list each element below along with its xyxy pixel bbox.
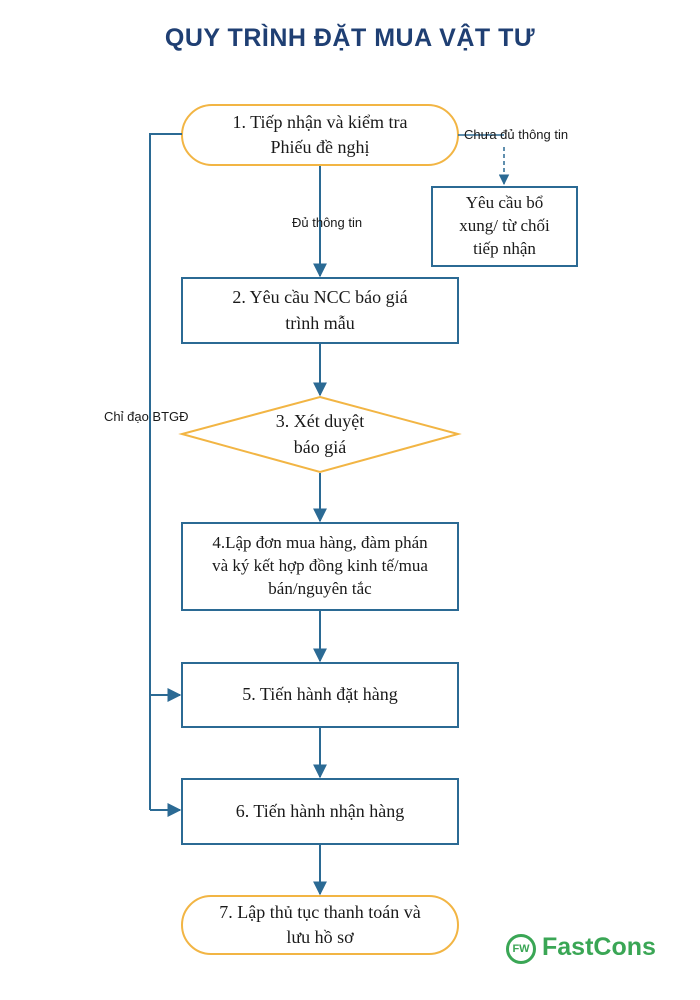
- label-directive: Chỉ đạo BTGĐ: [104, 409, 189, 424]
- step2-text: 2. Yêu cầu NCC báo giá trình mẫu: [232, 287, 408, 333]
- step6-text: 6. Tiến hành nhận hàng: [235, 800, 405, 821]
- step7-shape: [181, 895, 459, 955]
- step7-text: 7. Lập thủ tục thanh toán và lưu hồ sơ: [219, 901, 421, 947]
- label-sufficient-info: Đủ thông tin: [292, 215, 363, 230]
- step3-text: 3. Xét duyệt báo giá: [275, 411, 365, 457]
- step5-text: 5. Tiến hành đặt hàng: [242, 684, 398, 705]
- page-title: QUY TRÌNH ĐẶT MUA VẬT TƯ: [164, 24, 536, 52]
- logo-mark-icon: FW: [506, 934, 536, 964]
- side-text: Yêu cầu bổ xung/ từ chối tiếp nhận: [459, 193, 550, 258]
- label-insufficient-info: Chưa đủ thông tin: [464, 127, 569, 142]
- step3-shape: [178, 395, 462, 474]
- step5-shape: [181, 662, 459, 728]
- connector-left-loop: [149, 133, 182, 810]
- step2-shape: [181, 277, 459, 344]
- step4-text: 4.Lập đơn mua hàng, đàm phán và ký kết h…: [212, 533, 428, 598]
- step4-shape: [181, 522, 459, 611]
- logo-text: FastCons: [542, 933, 656, 961]
- step1-text: 1. Tiếp nhận và kiểm tra Phiếu đề nghị: [232, 111, 408, 157]
- step6-shape: [181, 778, 459, 845]
- side-shape: [431, 186, 578, 267]
- fastcons-logo: FW FastCons: [506, 932, 666, 972]
